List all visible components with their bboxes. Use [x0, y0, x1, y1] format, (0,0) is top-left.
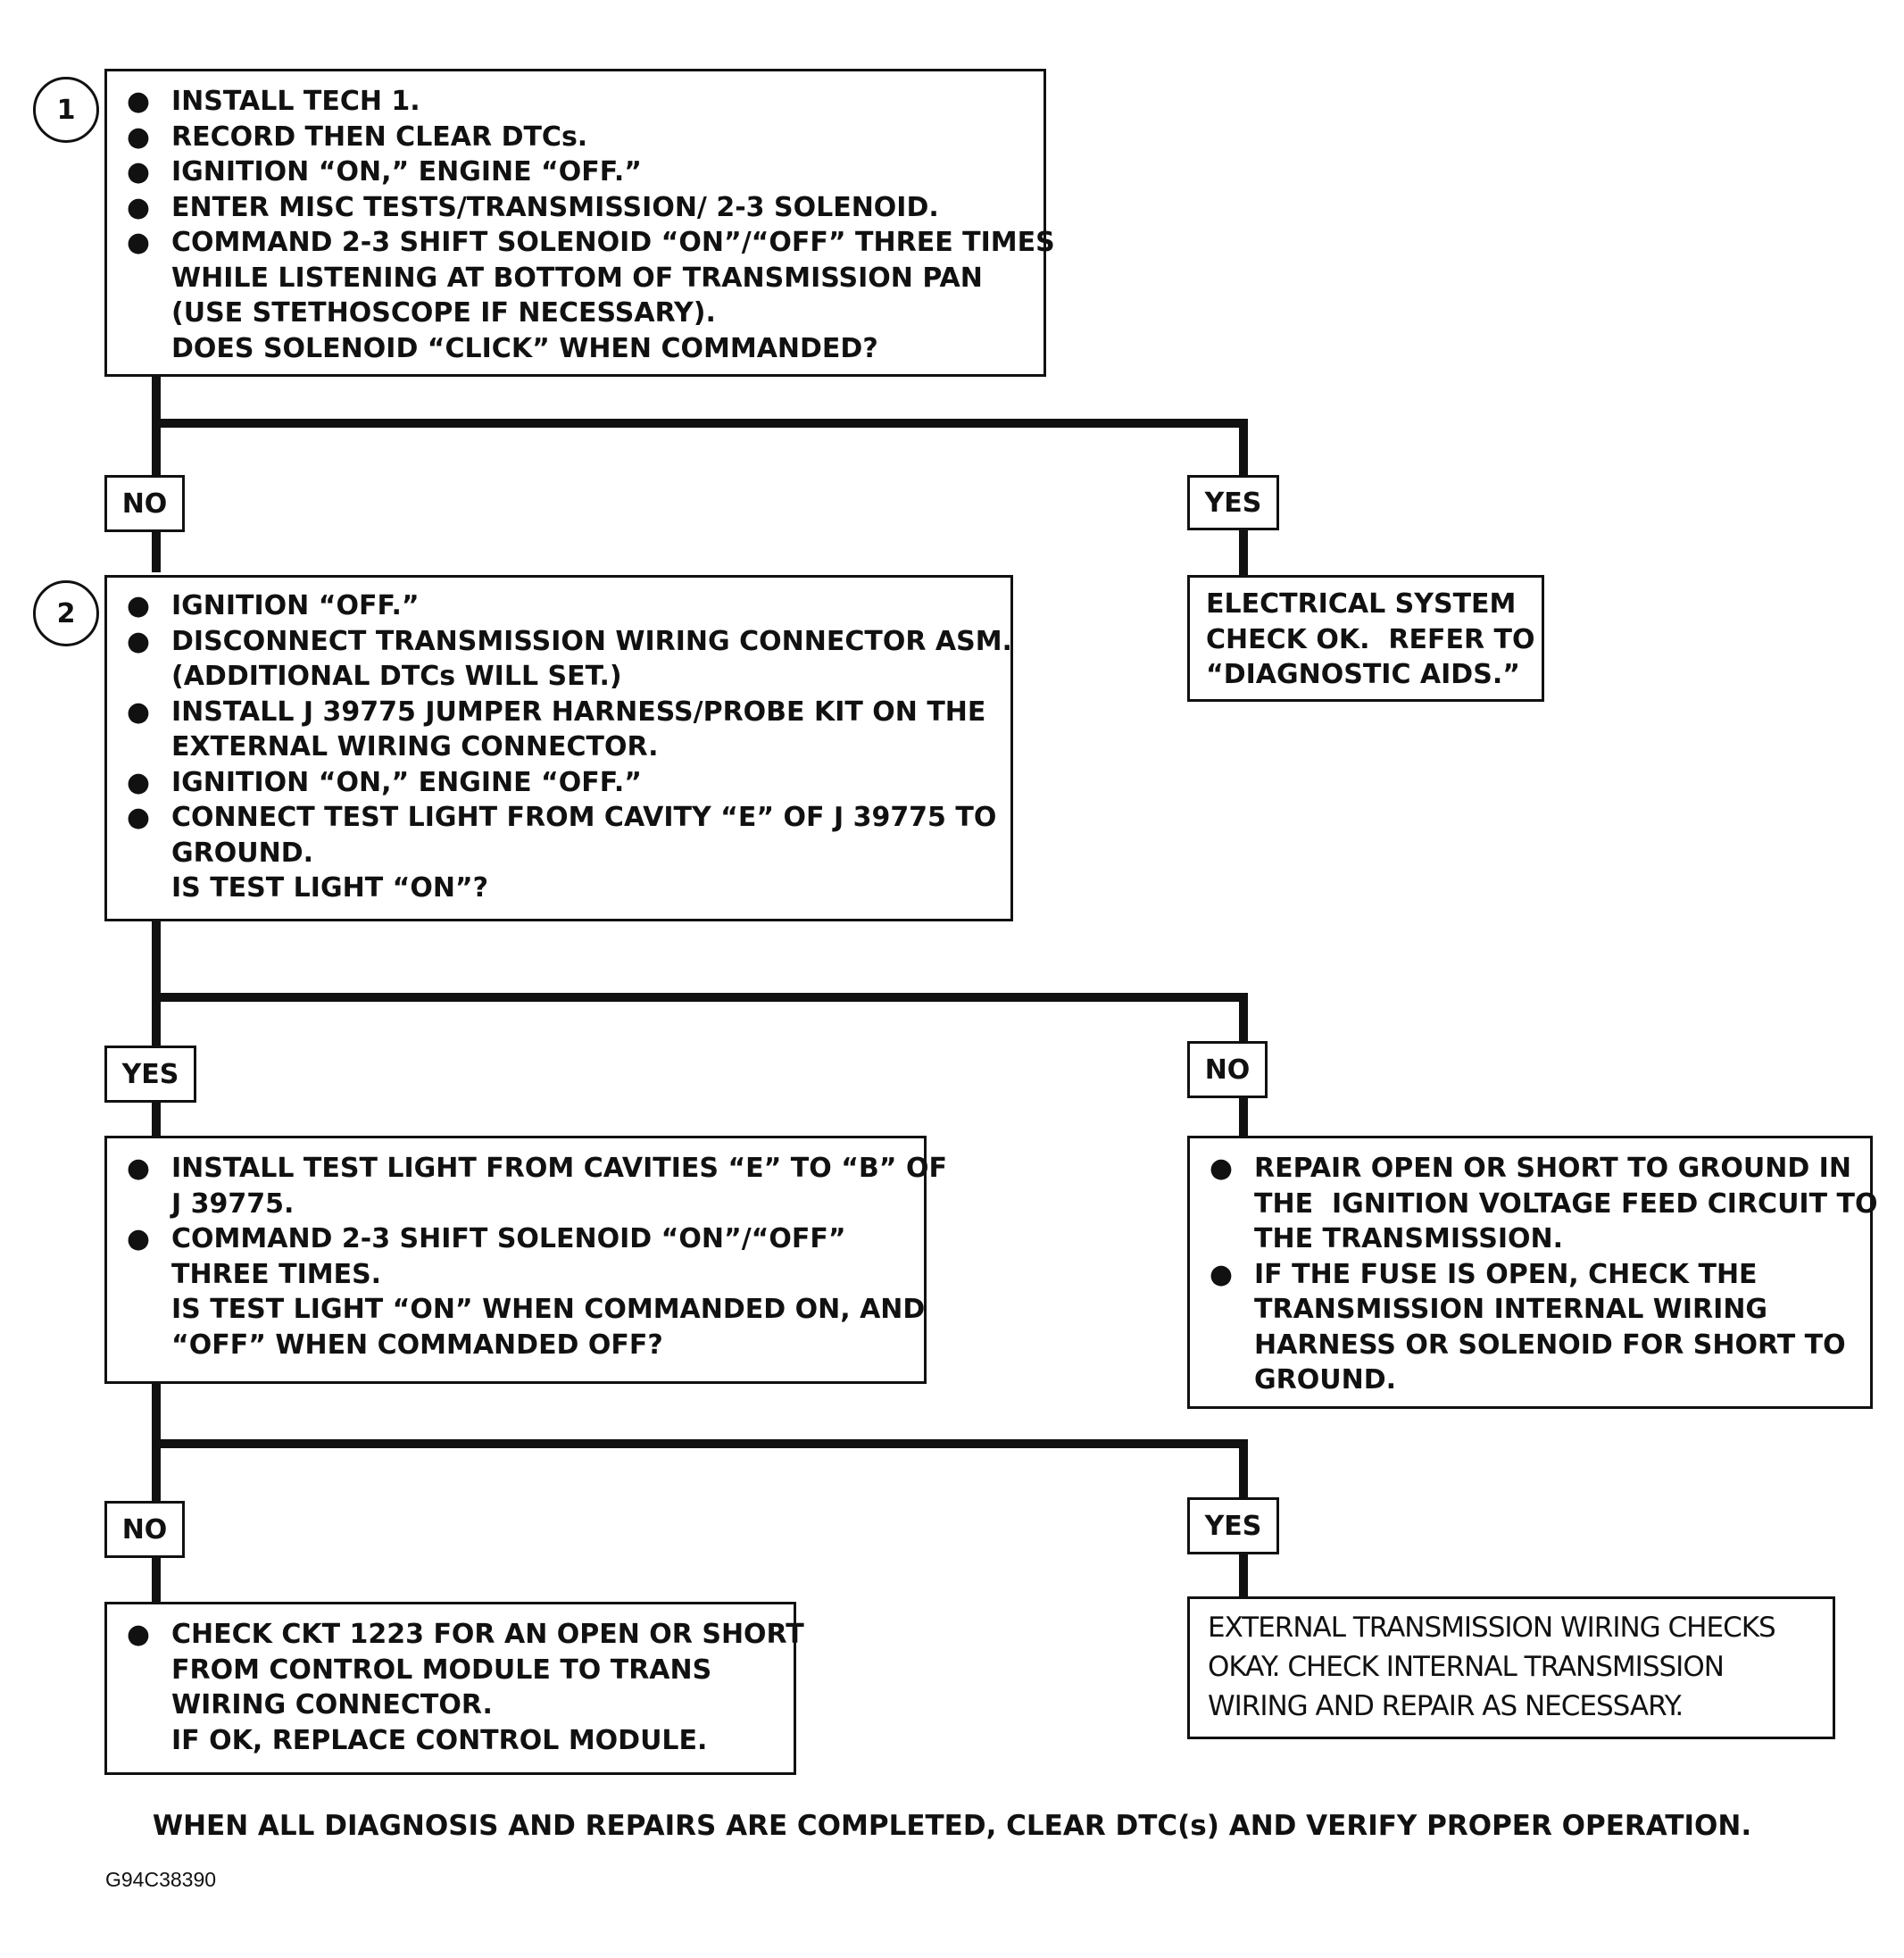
step1-list: ● INSTALL TECH 1. ● RECORD THEN CLEAR DTCs… — [125, 84, 1055, 331]
step2-item-4: IGNITION “ON,” ENGINE “OFF.” — [171, 766, 642, 798]
footer-note: WHEN ALL DIAGNOSIS AND REPAIRS ARE COMPL… — [152, 1810, 1752, 1842]
step2-item-3: INSTALL J 39775 JUMPER HARNESS/PROBE KIT… — [171, 696, 986, 763]
step-number-1-label: 1 — [56, 94, 76, 126]
result2-no-list: ● REPAIR OPEN OR SHORT TO GROUND IN THE I… — [1208, 1151, 1878, 1398]
bullet-icon: ● — [126, 625, 151, 657]
step3-box: ● INSTALL TEST LIGHT FROM CAVITIES “E” TO… — [104, 1136, 947, 1384]
bullet-icon: ● — [126, 1619, 151, 1650]
step-number-1: 1 — [33, 77, 99, 143]
result2-no-box: ● REPAIR OPEN OR SHORT TO GROUND IN THE I… — [1187, 1136, 1878, 1409]
list-item: ● IGNITION “ON,” ENGINE “OFF.” — [125, 154, 1026, 190]
result2-no-item-2: IF THE FUSE IS OPEN, CHECK THE TRANSMISS… — [1254, 1258, 1846, 1396]
list-item: ● COMMAND 2-3 SHIFT SOLENOID “ON”/“OFF” T… — [125, 225, 1055, 331]
branch1-yes-label: YES — [1187, 475, 1279, 530]
list-item: ● IF THE FUSE IS OPEN, CHECK THE TRANSMIS… — [1208, 1257, 1852, 1398]
bullet-icon: ● — [126, 1153, 151, 1184]
bullet-icon: ● — [126, 191, 151, 223]
bullet-icon: ● — [126, 1223, 151, 1254]
bullet-icon: ● — [126, 590, 151, 621]
result3-no-list: ● CHECK CKT 1223 FOR AN OPEN OR SHORT FRO… — [125, 1617, 804, 1723]
list-item: ● ENTER MISC TESTS/TRANSMISSION/ 2-3 SOLE… — [125, 190, 1026, 226]
branch3-yes-label: YES — [1187, 1497, 1279, 1554]
bullet-icon: ● — [126, 227, 151, 258]
step1-item-4: ENTER MISC TESTS/TRANSMISSION/ 2-3 SOLEN… — [171, 191, 939, 223]
list-item: ● COMMAND 2-3 SHIFT SOLENOID “ON”/“OFF” T… — [125, 1221, 906, 1292]
branch1-no-text: NO — [121, 487, 168, 520]
bullet-icon: ● — [1209, 1258, 1234, 1290]
branch3-no-label: NO — [104, 1501, 185, 1558]
step2-box: ● IGNITION “OFF.” ● DISCONNECT TRANSMISSIO… — [104, 575, 1013, 921]
result3-no-box: ● CHECK CKT 1223 FOR AN OPEN OR SHORT FRO… — [104, 1602, 804, 1775]
list-item: ● INSTALL TECH 1. — [125, 84, 1026, 120]
step3-item-1: INSTALL TEST LIGHT FROM CAVITIES “E” TO … — [171, 1153, 947, 1220]
list-item: ● IGNITION “ON,” ENGINE “OFF.” — [125, 765, 993, 801]
step3-question: IS TEST LIGHT “ON” WHEN COMMANDED ON, AN… — [171, 1294, 926, 1361]
branch2-yes-label: YES — [104, 1046, 196, 1103]
step1-item-5: COMMAND 2-3 SHIFT SOLENOID “ON”/“OFF” TH… — [171, 227, 1055, 329]
step1-item-1: INSTALL TECH 1. — [171, 86, 420, 117]
step3-item-2: COMMAND 2-3 SHIFT SOLENOID “ON”/“OFF” TH… — [171, 1223, 846, 1290]
result3-yes-text: EXTERNAL TRANSMISSION WIRING CHECKS OKAY… — [1208, 1612, 1776, 1722]
bullet-icon: ● — [126, 121, 151, 153]
bullet-icon: ● — [126, 156, 151, 187]
branch3-yes-text: YES — [1204, 1510, 1262, 1542]
step3-list: ● INSTALL TEST LIGHT FROM CAVITIES “E” TO… — [125, 1151, 947, 1292]
branch2-yes-text: YES — [121, 1058, 179, 1090]
step2-question: IS TEST LIGHT “ON”? — [171, 872, 489, 904]
result1-yes-text: ELECTRICAL SYSTEM CHECK OK. REFER TO “DI… — [1206, 588, 1535, 690]
result3-no-question: IF OK, REPLACE CONTROL MODULE. — [171, 1724, 708, 1756]
branch1-yes-text: YES — [1204, 487, 1262, 519]
bullet-icon: ● — [126, 766, 151, 798]
bullet-icon: ● — [126, 696, 151, 728]
step1-box: ● INSTALL TECH 1. ● RECORD THEN CLEAR DTCs… — [104, 69, 1055, 377]
result2-no-item-1: REPAIR OPEN OR SHORT TO GROUND IN THE IG… — [1254, 1153, 1878, 1254]
step1-item-3: IGNITION “ON,” ENGINE “OFF.” — [171, 156, 642, 187]
list-item: ● IGNITION “OFF.” — [125, 588, 993, 624]
result3-no-item-1: CHECK CKT 1223 FOR AN OPEN OR SHORT FROM… — [171, 1619, 804, 1721]
step2-item-1: IGNITION “OFF.” — [171, 590, 420, 621]
step2-list: ● IGNITION “OFF.” ● DISCONNECT TRANSMISSIO… — [125, 588, 1012, 871]
bullet-icon: ● — [126, 802, 151, 833]
step-number-2: 2 — [33, 580, 99, 646]
step2-item-2: DISCONNECT TRANSMISSION WIRING CONNECTOR… — [171, 625, 1012, 693]
list-item: ● INSTALL TEST LIGHT FROM CAVITIES “E” TO… — [125, 1151, 947, 1221]
list-item: ● DISCONNECT TRANSMISSION WIRING CONNECTO… — [125, 624, 1012, 695]
bullet-icon: ● — [1209, 1153, 1234, 1184]
list-item: ● RECORD THEN CLEAR DTCs. — [125, 120, 1026, 155]
result1-yes-box: ELECTRICAL SYSTEM CHECK OK. REFER TO “DI… — [1187, 575, 1544, 702]
list-item: ● REPAIR OPEN OR SHORT TO GROUND IN THE I… — [1208, 1151, 1878, 1257]
branch1-no-label: NO — [104, 475, 185, 532]
branch2-no-label: NO — [1187, 1041, 1268, 1098]
step1-question: DOES SOLENOID “CLICK” WHEN COMMANDED? — [171, 332, 878, 364]
branch3-no-text: NO — [121, 1513, 168, 1546]
list-item: ● CHECK CKT 1223 FOR AN OPEN OR SHORT FRO… — [125, 1617, 804, 1723]
result3-yes-box: EXTERNAL TRANSMISSION WIRING CHECKS OKAY… — [1187, 1596, 1835, 1739]
step-number-2-label: 2 — [56, 597, 76, 629]
bullet-icon: ● — [126, 86, 151, 117]
list-item: ● CONNECT TEST LIGHT FROM CAVITY “E” OF J… — [125, 800, 997, 871]
step2-item-5: CONNECT TEST LIGHT FROM CAVITY “E” OF J … — [171, 802, 997, 869]
step1-item-2: RECORD THEN CLEAR DTCs. — [171, 121, 588, 153]
list-item: ● INSTALL J 39775 JUMPER HARNESS/PROBE KI… — [125, 695, 993, 765]
branch2-no-text: NO — [1204, 1054, 1251, 1086]
figure-code: G94C38390 — [105, 1868, 217, 1891]
